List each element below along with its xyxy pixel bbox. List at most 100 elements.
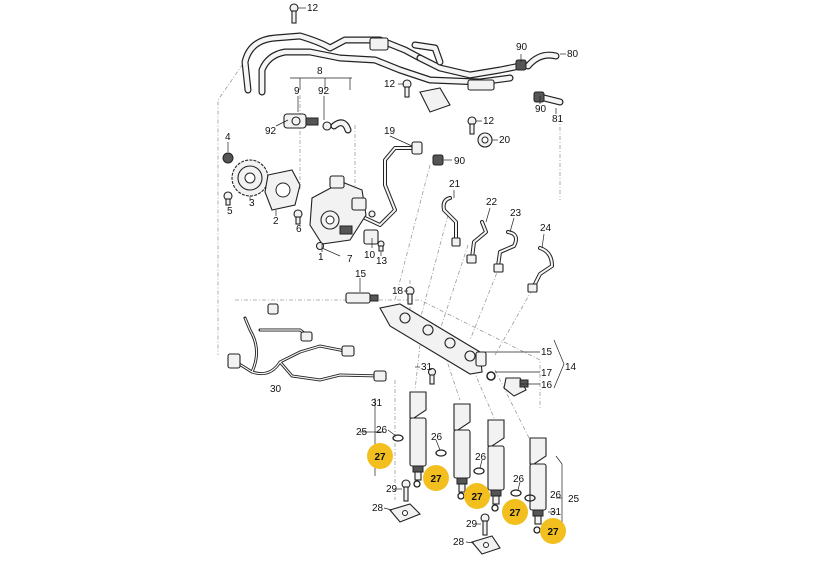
leader-lines xyxy=(227,7,566,544)
callout-7: 7 xyxy=(347,254,353,265)
callout-12-middle: 12 xyxy=(384,79,396,90)
screw-13[interactable] xyxy=(377,240,385,252)
pressure-sensor-16[interactable] xyxy=(503,377,529,397)
callout-90-pipe: 90 xyxy=(454,156,466,167)
hose-stub-92[interactable] xyxy=(322,119,352,134)
callout-31-right: 31 xyxy=(550,507,562,518)
callout-2: 2 xyxy=(273,216,279,227)
clamp-20[interactable] xyxy=(477,132,493,148)
part-callouts: 12 8 9 92 92 90 80 90 81 12 12 20 19 90 … xyxy=(225,3,580,548)
assembly-guide-lines xyxy=(217,41,561,500)
highlight-callout-27-a[interactable]: 27 xyxy=(367,443,393,469)
injector-1[interactable] xyxy=(409,391,427,481)
callout-26-c: 26 xyxy=(475,452,487,463)
callout-10: 10 xyxy=(364,250,376,261)
callout-13: 13 xyxy=(376,256,388,267)
callout-4: 4 xyxy=(225,132,231,143)
callout-25-right: 25 xyxy=(568,494,580,505)
callout-19: 19 xyxy=(384,126,396,137)
callout-26-b: 26 xyxy=(431,432,443,443)
callout-9: 9 xyxy=(294,86,300,97)
callout-16: 16 xyxy=(541,380,553,391)
svg-text:27: 27 xyxy=(509,508,521,519)
callout-14: 14 xyxy=(565,362,577,373)
svg-text:27: 27 xyxy=(374,452,386,463)
callout-25-left: 25 xyxy=(356,427,368,438)
hose-80[interactable] xyxy=(515,51,560,71)
callout-18: 18 xyxy=(392,286,404,297)
callout-92-upper: 92 xyxy=(318,86,330,97)
injector-3[interactable] xyxy=(487,419,505,505)
callout-31-left: 31 xyxy=(371,398,383,409)
callout-22: 22 xyxy=(486,197,498,208)
seal-rings-26[interactable] xyxy=(392,434,536,502)
callout-29-left: 29 xyxy=(386,484,398,495)
clamp-28-right[interactable] xyxy=(471,535,501,555)
bolt-6[interactable] xyxy=(293,209,303,225)
screw-31-top[interactable] xyxy=(427,367,437,385)
highlight-callout-27-c[interactable]: 27 xyxy=(464,483,490,509)
fuel-rail-14[interactable] xyxy=(379,303,487,375)
highlight-callout-27-d[interactable]: 27 xyxy=(502,499,528,525)
high-pressure-pump-1[interactable] xyxy=(309,175,367,245)
callout-90-lower: 90 xyxy=(535,104,547,115)
screw-12-middle[interactable] xyxy=(402,79,412,98)
nut-4[interactable] xyxy=(222,152,234,164)
fuel-return-hose-assembly[interactable] xyxy=(241,32,524,113)
callout-30: 30 xyxy=(270,384,282,395)
bolt-29-right[interactable] xyxy=(480,513,490,536)
bolt-5[interactable] xyxy=(223,191,233,206)
callout-15-right: 15 xyxy=(541,347,553,358)
injector-pipe-24[interactable] xyxy=(527,246,554,293)
svg-text:27: 27 xyxy=(430,474,442,485)
callout-80: 80 xyxy=(567,49,579,60)
callout-8: 8 xyxy=(317,66,323,77)
injector-pipe-22[interactable] xyxy=(466,220,488,264)
highlight-callout-27-b[interactable]: 27 xyxy=(423,465,449,491)
callout-1: 1 xyxy=(318,252,324,263)
washer-1-stud xyxy=(368,210,376,218)
injector-2[interactable] xyxy=(453,403,471,493)
callout-90-top: 90 xyxy=(516,42,528,53)
svg-text:27: 27 xyxy=(471,492,483,503)
callout-12-right: 12 xyxy=(483,116,495,127)
highlight-callout-27-e[interactable]: 27 xyxy=(540,518,566,544)
callout-24: 24 xyxy=(540,223,552,234)
callout-28-right: 28 xyxy=(453,537,465,548)
callout-26-a: 26 xyxy=(376,425,388,436)
high-pressure-pipe-19[interactable] xyxy=(363,141,444,227)
seal-ring-17[interactable] xyxy=(486,371,496,381)
callout-92-lower: 92 xyxy=(265,126,277,137)
callout-21: 21 xyxy=(449,179,461,190)
callout-3: 3 xyxy=(249,198,255,209)
svg-text:27: 27 xyxy=(547,527,559,538)
pump-flange-2[interactable] xyxy=(264,169,301,211)
callout-5: 5 xyxy=(227,206,233,217)
callout-20: 20 xyxy=(499,135,511,146)
callout-26-e: 26 xyxy=(550,490,562,501)
callout-23: 23 xyxy=(510,208,522,219)
callout-81: 81 xyxy=(552,114,564,125)
callout-31-top: 31 xyxy=(421,362,433,373)
bolt-29-left[interactable] xyxy=(401,479,411,502)
injector-pipe-21[interactable] xyxy=(441,196,461,247)
callout-12-top: 12 xyxy=(307,3,319,14)
bolt-18[interactable] xyxy=(405,286,415,305)
hose-81[interactable] xyxy=(533,91,564,106)
callout-28-left: 28 xyxy=(372,503,384,514)
bracket-10[interactable] xyxy=(363,229,379,245)
screw-12-top[interactable] xyxy=(289,3,299,24)
callout-29-right: 29 xyxy=(466,519,478,530)
wiring-harness-30[interactable] xyxy=(227,303,387,382)
callout-26-d: 26 xyxy=(513,474,525,485)
callout-15-sensor: 15 xyxy=(355,269,367,280)
screw-12-right[interactable] xyxy=(467,116,477,135)
callout-6: 6 xyxy=(296,224,302,235)
sensor-15[interactable] xyxy=(345,292,379,304)
pressure-valve-9[interactable] xyxy=(283,113,319,129)
clamp-28-left[interactable] xyxy=(389,503,421,523)
injector-pipe-23[interactable] xyxy=(493,230,518,273)
injector-4[interactable] xyxy=(529,437,547,525)
sprocket-gear-3[interactable] xyxy=(231,159,269,197)
